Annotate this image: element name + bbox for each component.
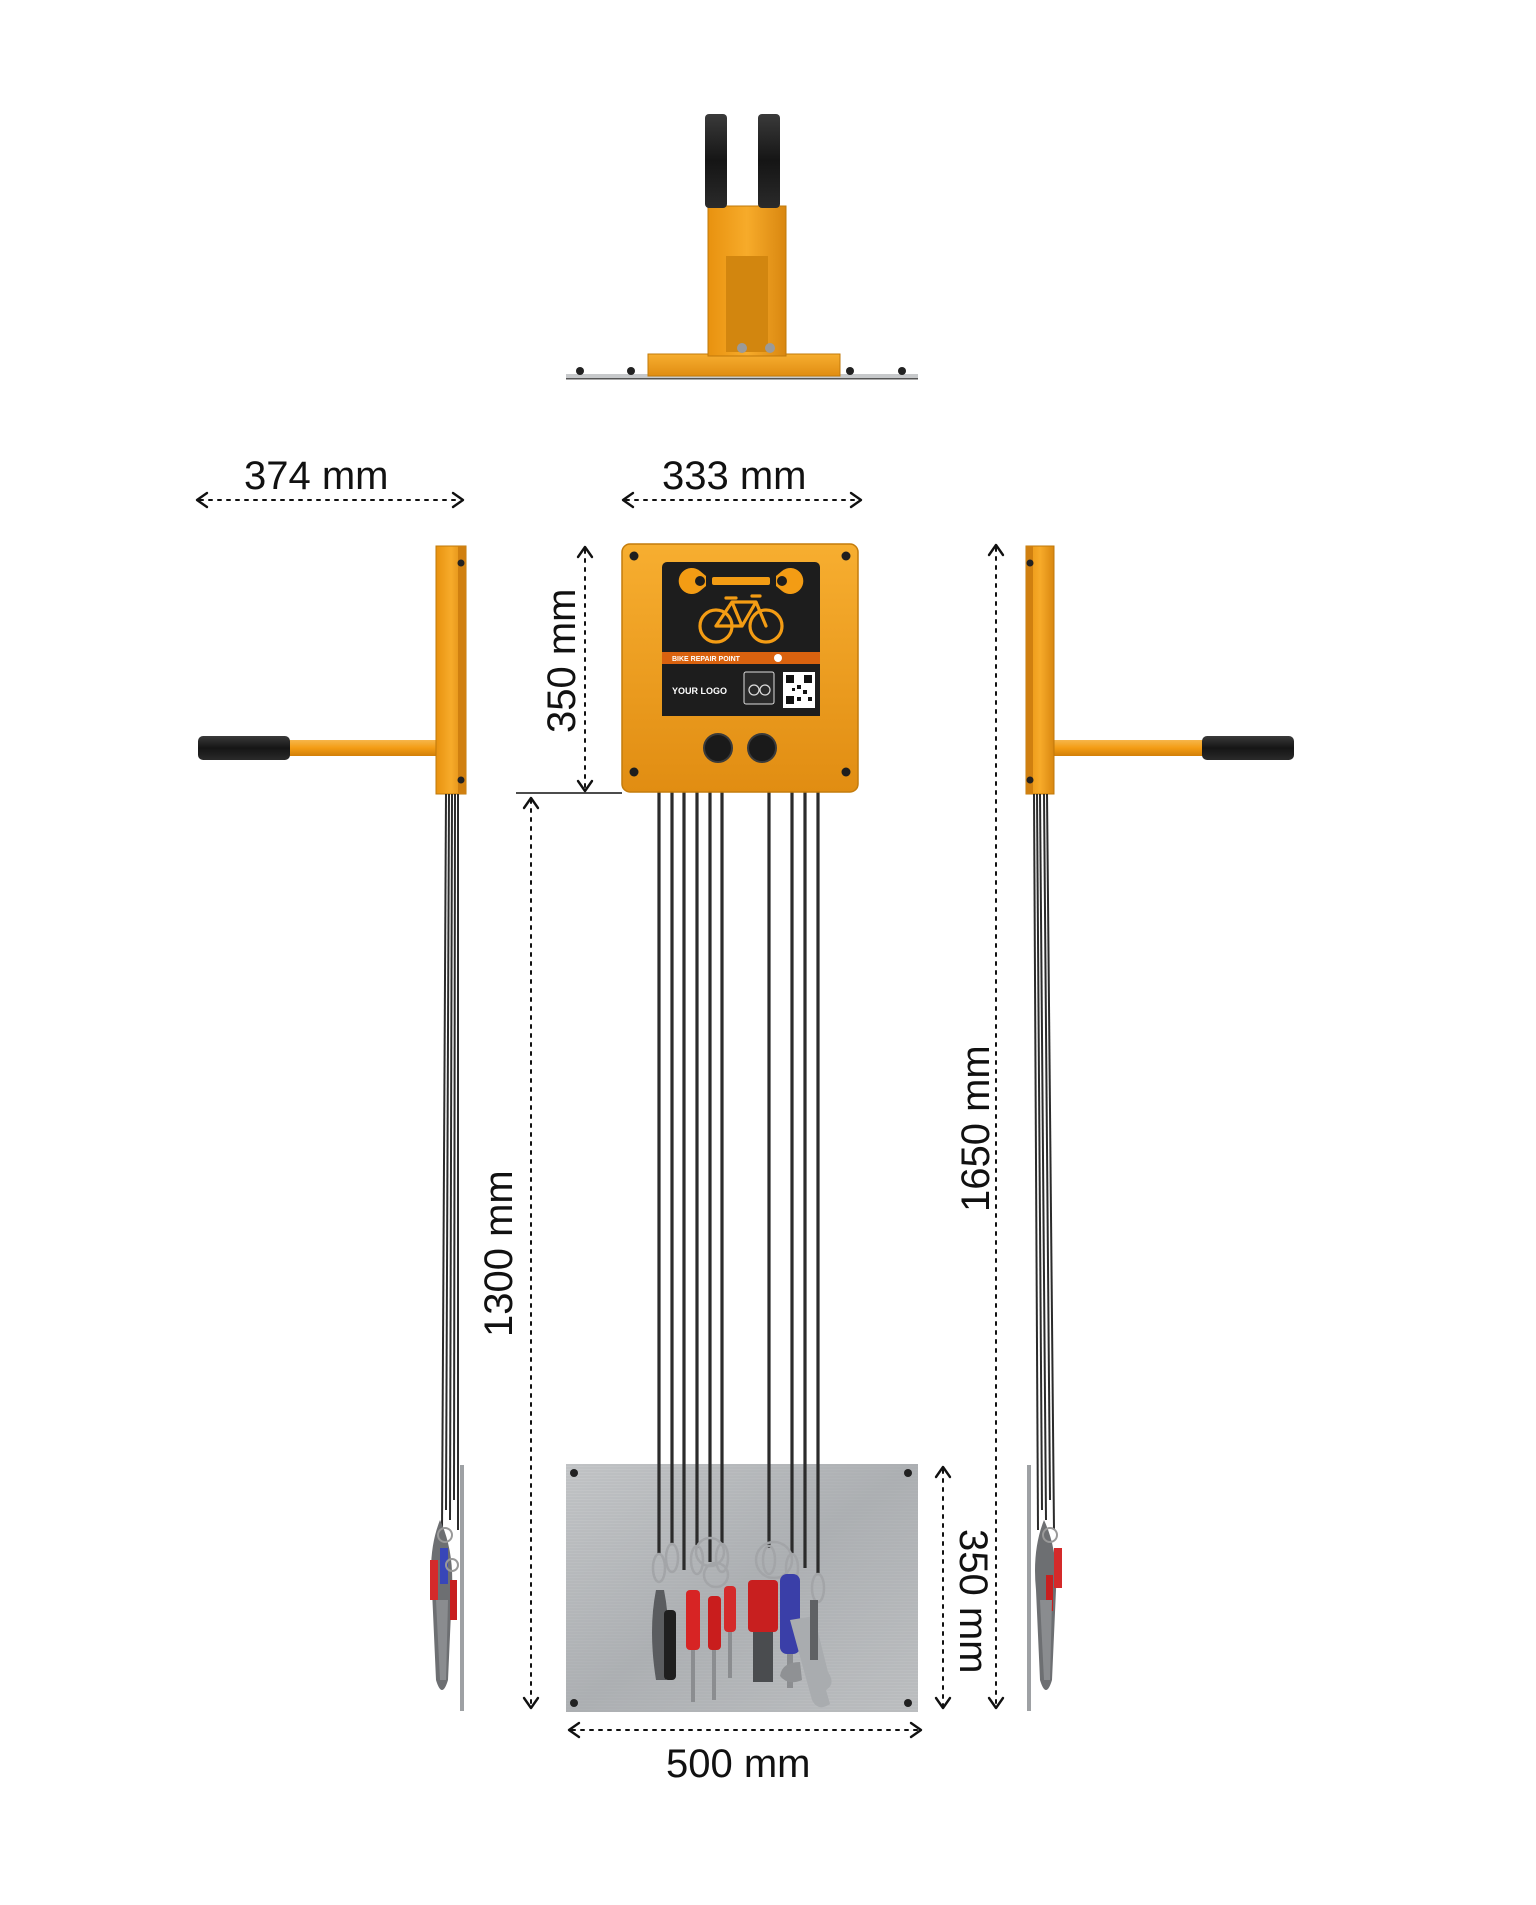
- dim-label-350-plate: 350 mm: [951, 1529, 995, 1674]
- screwdriver-red-2-shaft: [712, 1650, 716, 1700]
- dimension-arrows: [195, 491, 1005, 1739]
- bike-sticker-wheel: [759, 684, 771, 696]
- hex-key-set: [748, 1580, 778, 1632]
- top-view-bolt: [737, 343, 747, 353]
- left-handle-bar: [268, 740, 440, 756]
- left-post-bolt: [457, 559, 465, 567]
- control-box: BIKE REPAIR POINT YOUR LOGO: [621, 543, 859, 793]
- plate-bolt: [570, 1699, 578, 1707]
- dimension-lines: [199, 499, 997, 1731]
- adjustable-wrench: [790, 1616, 832, 1708]
- right-handle-grip: [1202, 736, 1294, 760]
- box-bolt: [841, 767, 851, 777]
- top-view-column-slot: [726, 256, 768, 352]
- plate-bolt: [904, 1469, 912, 1477]
- bike-sticker-wheel: [748, 684, 760, 696]
- brand-icon: [774, 654, 782, 662]
- tool-plate-texture: [566, 1464, 918, 1712]
- top-view-bolt: [576, 367, 584, 375]
- dim-label-500: 500 mm: [666, 1742, 811, 1786]
- screwdriver-red-shaft: [691, 1650, 695, 1702]
- dim-label-374: 374 mm: [244, 454, 389, 498]
- right-plate-edge: [1027, 1465, 1031, 1711]
- wrench-icon: [678, 568, 804, 595]
- screwdriver-red-3-shaft: [728, 1632, 732, 1678]
- dim-label-1650: 1650 mm: [954, 1045, 998, 1212]
- hex-keys: [753, 1632, 773, 1682]
- right-post-bolt: [1026, 776, 1034, 784]
- tire-lever-2: [664, 1610, 676, 1680]
- right-cable-bundle: [1033, 793, 1055, 1531]
- front-view: BIKE REPAIR POINT YOUR LOGO: [566, 543, 918, 1712]
- dim-label-350-box: 350 mm: [540, 588, 584, 734]
- wrench-jaw: [780, 1662, 802, 1683]
- panel-logo-text: YOUR LOGO: [672, 686, 727, 696]
- top-view-bolt: [765, 343, 775, 353]
- box-bolt: [629, 767, 639, 777]
- right-tool-bundle: [1035, 1520, 1062, 1690]
- screwdriver-red-3: [724, 1586, 736, 1632]
- front-tools: [652, 1574, 832, 1708]
- left-plate-edge: [460, 1465, 464, 1711]
- knob-right: [747, 733, 777, 763]
- top-view-bolt: [846, 367, 854, 375]
- top-view-grip-left: [705, 114, 727, 208]
- box-bolt: [841, 551, 851, 561]
- left-post-edge: [458, 546, 466, 794]
- front-cables: [657, 792, 820, 1575]
- right-handle-bar: [1048, 740, 1222, 756]
- left-side-view: [198, 545, 467, 1711]
- right-side-view: [1025, 545, 1294, 1711]
- dim-label-1300: 1300 mm: [477, 1170, 521, 1337]
- left-cable-bundle: [441, 793, 459, 1531]
- left-post-bolt: [457, 776, 465, 784]
- left-handle-grip: [198, 736, 290, 760]
- top-view-base-block: [647, 353, 841, 377]
- knob-left: [703, 733, 733, 763]
- dim-label-333: 333 mm: [662, 454, 807, 498]
- bicycle-icon: [698, 594, 784, 644]
- left-tool-bundle: [430, 1520, 459, 1690]
- right-post-bolt: [1026, 559, 1034, 567]
- top-view-grip-right: [758, 114, 780, 208]
- plate-bolt: [904, 1699, 912, 1707]
- top-view-bolt: [627, 367, 635, 375]
- top-view: [566, 114, 918, 380]
- right-post-edge: [1026, 546, 1033, 794]
- qr-code-pattern: [786, 675, 812, 704]
- tool-misc: [810, 1600, 818, 1660]
- screwdriver-red: [686, 1590, 700, 1650]
- top-view-base-line-edge: [566, 378, 918, 380]
- box-bolt: [629, 551, 639, 561]
- top-view-bolt: [898, 367, 906, 375]
- plate-bolt: [570, 1469, 578, 1477]
- panel-title: BIKE REPAIR POINT: [672, 656, 741, 663]
- screwdriver-red-2: [708, 1596, 721, 1650]
